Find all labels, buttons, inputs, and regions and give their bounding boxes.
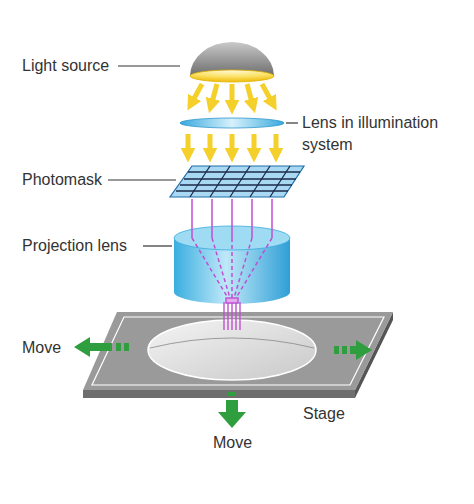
- wafer-stage: [83, 312, 393, 398]
- photomask: [170, 166, 304, 197]
- illumination-lens: [180, 118, 284, 128]
- patterned-light: [192, 199, 272, 298]
- leader-lines: [108, 66, 298, 246]
- part-label: Lens in illumination system: [302, 112, 462, 155]
- part-label: Light source: [22, 55, 109, 77]
- move-arrows: [74, 337, 372, 428]
- part-label: Photomask: [22, 169, 102, 191]
- motion-label: Move: [213, 432, 252, 454]
- part-label: Stage: [303, 403, 345, 425]
- motion-label: Move: [22, 337, 61, 359]
- projected-pattern: [224, 298, 240, 330]
- part-label: Projection lens: [22, 235, 127, 257]
- light-source: [190, 42, 274, 82]
